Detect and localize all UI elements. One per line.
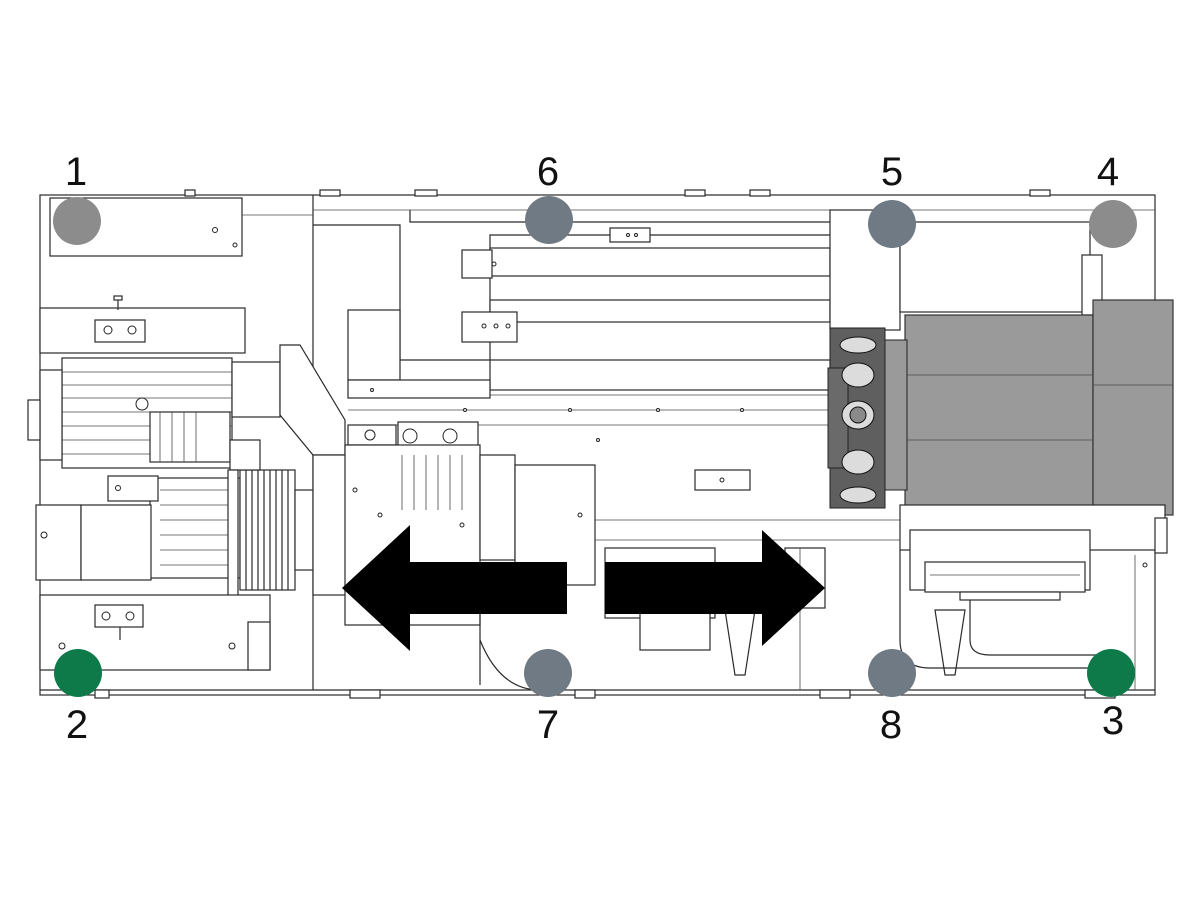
point-4: 4 xyxy=(1089,150,1137,248)
point-7: 7 xyxy=(524,649,572,747)
turret xyxy=(827,327,908,509)
point-4-label: 4 xyxy=(1097,150,1119,194)
right-housing xyxy=(829,209,1174,601)
left-mount xyxy=(39,295,246,354)
right-arrow-icon xyxy=(605,530,825,646)
left-clamp xyxy=(35,475,159,581)
upper-rails xyxy=(313,210,835,442)
point-5: 5 xyxy=(868,150,916,248)
motor-body xyxy=(27,357,281,469)
point-2-marker xyxy=(54,649,102,697)
point-8-label: 8 xyxy=(880,703,902,747)
point-1-label: 1 xyxy=(65,150,87,194)
point-6: 6 xyxy=(525,150,573,244)
point-5-marker xyxy=(868,200,916,248)
point-1: 1 xyxy=(53,150,101,245)
point-6-label: 6 xyxy=(537,150,559,194)
point-8: 8 xyxy=(868,649,916,747)
point-2-label: 2 xyxy=(66,703,88,747)
point-2: 2 xyxy=(54,649,102,747)
point-7-marker xyxy=(524,649,572,697)
point-8-marker xyxy=(868,649,916,697)
point-3: 3 xyxy=(1087,649,1135,743)
left-arrow-icon xyxy=(342,525,567,651)
point-7-label: 7 xyxy=(537,703,559,747)
point-1-marker xyxy=(53,197,101,245)
center-carriage xyxy=(279,344,596,626)
point-6-marker xyxy=(525,196,573,244)
point-4-marker xyxy=(1089,200,1137,248)
gear-assembly xyxy=(149,439,314,606)
point-3-marker xyxy=(1087,649,1135,697)
point-5-label: 5 xyxy=(881,150,903,194)
point-3-label: 3 xyxy=(1102,699,1124,743)
